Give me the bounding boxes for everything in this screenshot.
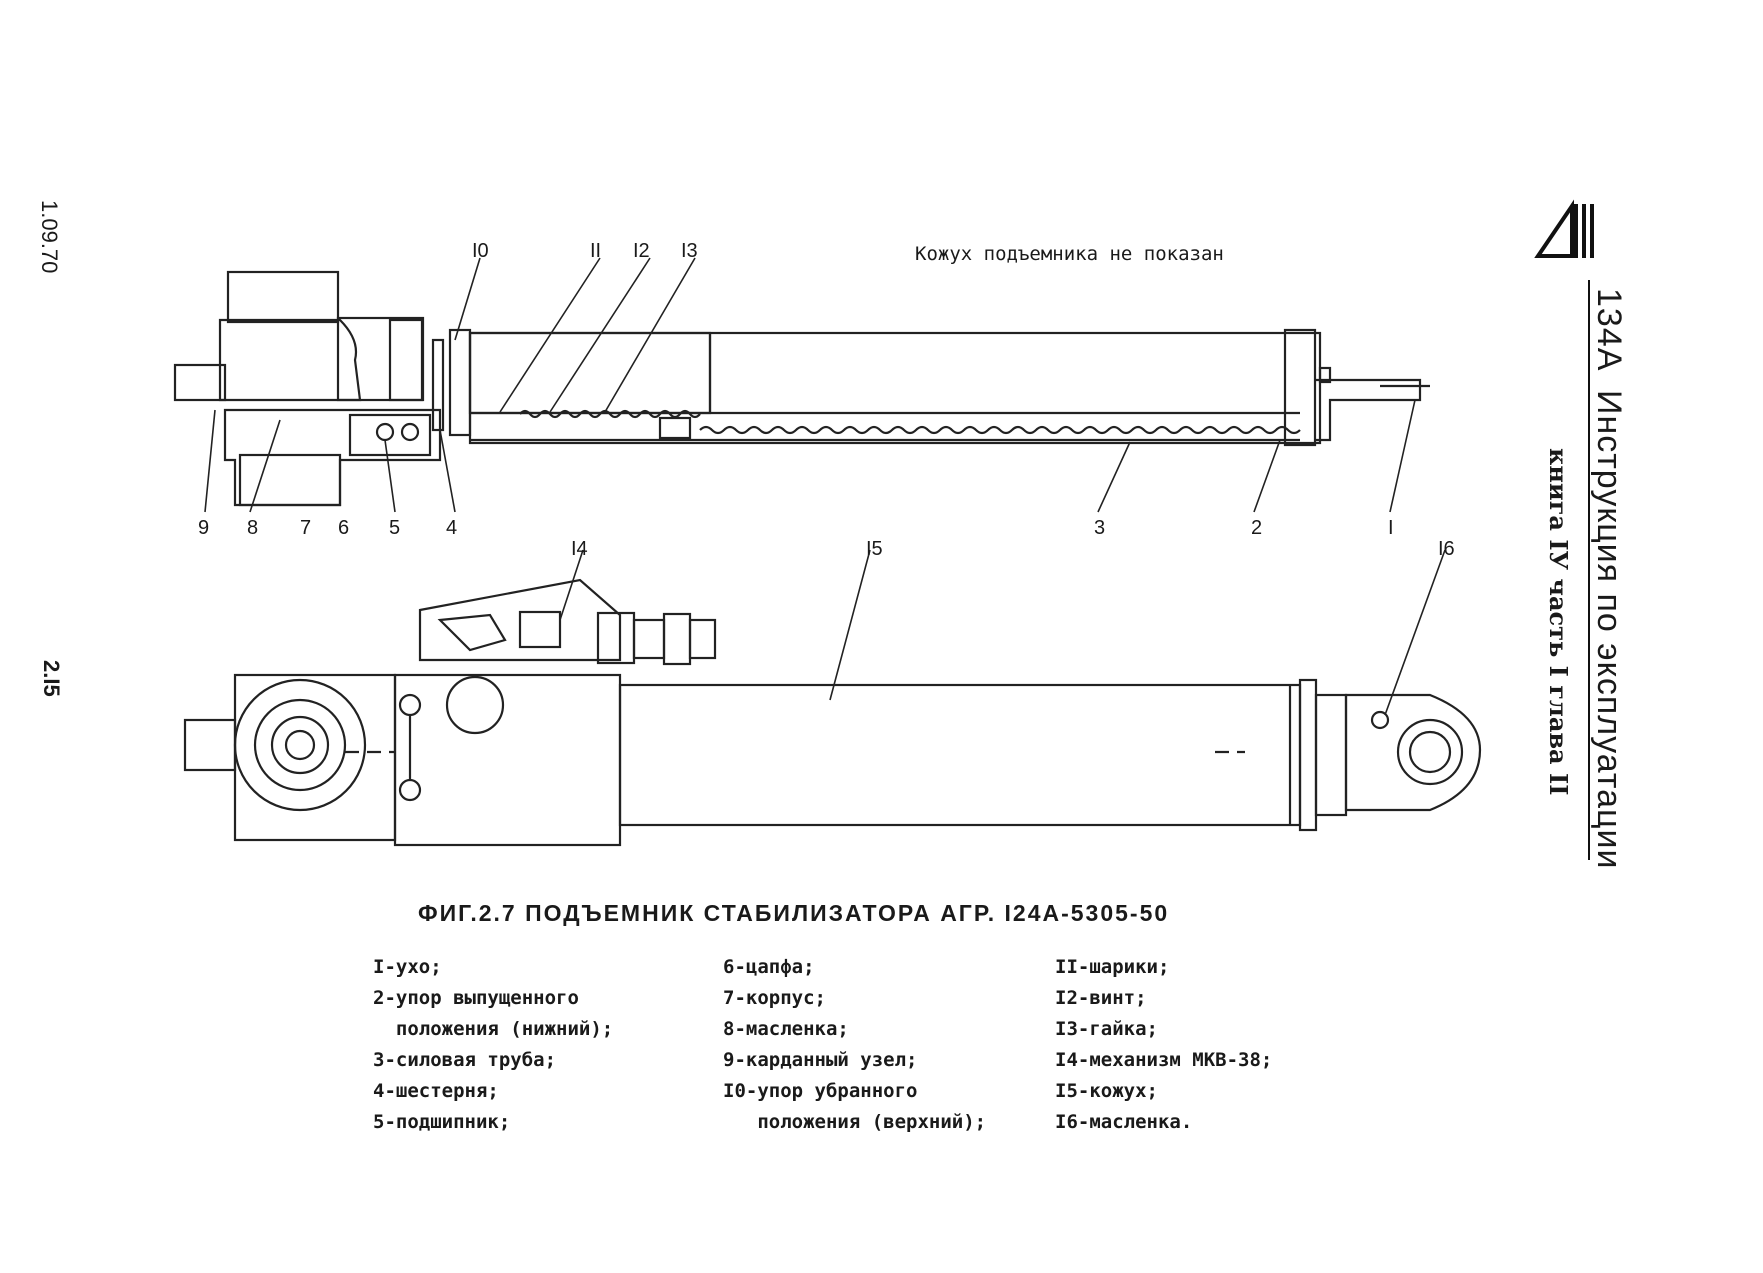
callout-1: I <box>1388 517 1394 539</box>
logo-triangle-icon <box>1534 199 1594 258</box>
figure-caption: ФИГ.2.7 ПОДЪЕМНИК СТАБИЛИЗАТОРА АГР. I24… <box>418 900 1170 926</box>
legend-item: I4-механизм МКВ-38; <box>1055 1049 1273 1071</box>
legend-item: положения (нижний); <box>373 1018 614 1040</box>
legend-item: 3-силовая труба; <box>373 1049 557 1071</box>
legend-column-3: II-шарики; I2-винт; I3-гайка; I4-механиз… <box>1055 952 1272 1138</box>
callout-6: 6 <box>338 517 350 539</box>
callout-11: II <box>590 240 602 262</box>
callout-2: 2 <box>1251 517 1263 539</box>
callout-3: 3 <box>1094 517 1106 539</box>
drawing-note: Кожух подъемника не показан <box>915 243 1224 265</box>
legend-item: 7-корпус; <box>723 987 826 1009</box>
sidebar-rule <box>1588 280 1590 860</box>
callout-12: I2 <box>633 240 650 262</box>
legend-item: I3-гайка; <box>1055 1018 1158 1040</box>
callout-16: I6 <box>1438 538 1455 560</box>
legend-item: I6-масленка. <box>1055 1111 1193 1133</box>
legend-column-1: I-ухо; 2-упор выпущенного положения (ниж… <box>373 952 613 1138</box>
callout-9: 9 <box>198 517 210 539</box>
callout-4: 4 <box>446 517 458 539</box>
legend-item: положения (верхний); <box>723 1111 987 1133</box>
legend-item: I2-винт; <box>1055 987 1147 1009</box>
legend-item: I5-кожух; <box>1055 1080 1158 1102</box>
external-view-drawing <box>183 549 1482 847</box>
legend-item: 5-подшипник; <box>373 1111 511 1133</box>
legend-item: 2-упор выпущенного <box>373 987 579 1009</box>
callout-13: I3 <box>681 240 698 262</box>
legend-item: I-ухо; <box>373 956 442 978</box>
callout-14: I4 <box>571 538 588 560</box>
callout-15: I5 <box>866 538 883 560</box>
callout-7: 7 <box>300 517 312 539</box>
callout-5: 5 <box>389 517 401 539</box>
callout-10: I0 <box>472 240 489 262</box>
legend-item: 9-карданный узел; <box>723 1049 918 1071</box>
legend-item: 6-цапфа; <box>723 956 815 978</box>
callout-8: 8 <box>247 517 259 539</box>
sectional-view-drawing <box>173 257 1430 513</box>
legend-column-2: 6-цапфа; 7-корпус; 8-масленка; 9-карданн… <box>723 952 986 1138</box>
legend-item: 8-масленка; <box>723 1018 849 1040</box>
manual-logo <box>1530 198 1620 268</box>
legend-item: II-шарики; <box>1055 956 1170 978</box>
legend-item: 4-шестерня; <box>373 1080 499 1102</box>
legend-item: I0-упор убранного <box>723 1080 918 1102</box>
